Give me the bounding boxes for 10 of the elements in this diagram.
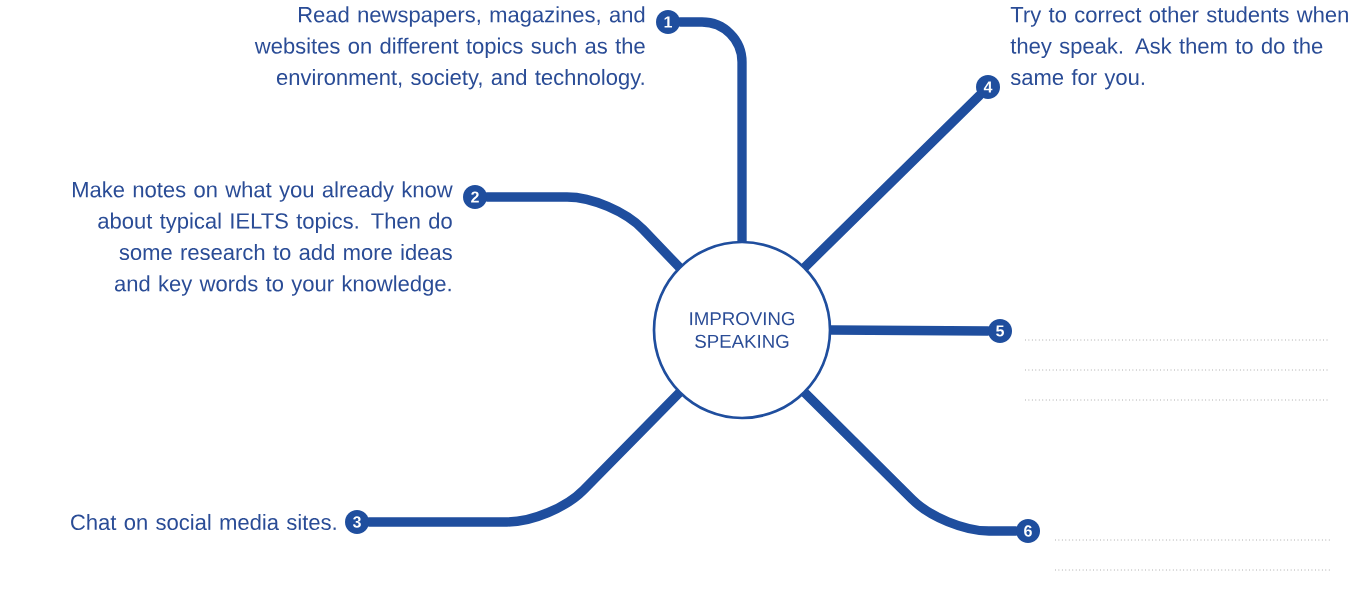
number-badge: 6 [1016,519,1040,543]
tip-text: Chat on social media sites. [71,513,336,531]
number-badge: 4 [976,75,1000,99]
tip-text: Read newspapers, magazines, and websites on different topics such as the environment, society, and technology. [254,6,645,90]
number-badge: 2 [463,185,487,209]
number-badge: 1 [656,10,680,34]
number-badge: 3 [345,510,369,534]
tip-text: Try to correct other students when they speak. Ask them to do the same for you. [1010,6,1348,90]
number-badge: 5 [988,319,1012,343]
tip-text: Make notes on what you already know about typical IELTS topics. Then do some research to add more ideas and key words to your knowledge. [73,181,453,296]
